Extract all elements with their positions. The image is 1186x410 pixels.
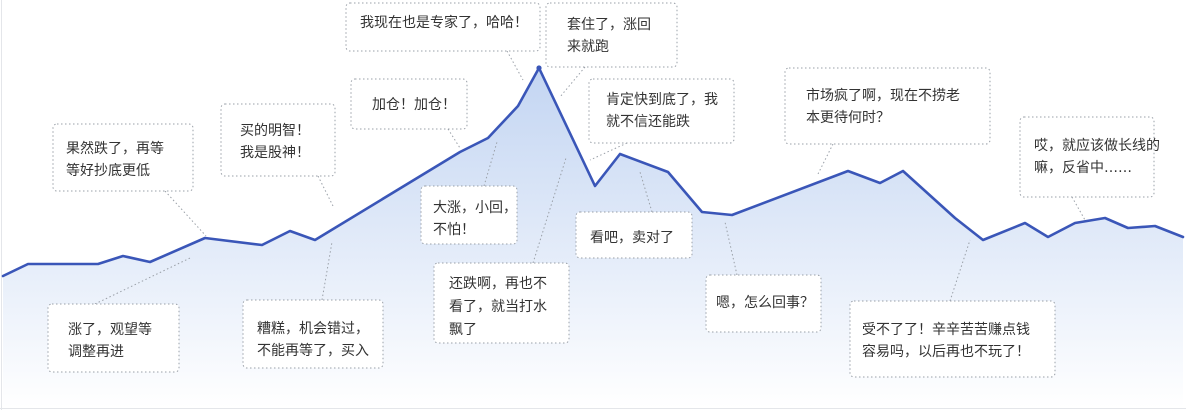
- bubble-box: [433, 262, 570, 344]
- bubble-give-up: 受不了了！辛辛苦苦赚点钱容易吗，以后再也不玩了！: [849, 239, 1056, 378]
- bubble-expert: 我现在也是专家了，哈哈！: [345, 2, 541, 81]
- bubble-box: [588, 78, 735, 144]
- bubble-text-line: 糟糕，机会错过，: [257, 321, 369, 337]
- bubble-text-line: 还跌啊，再也不: [449, 276, 547, 292]
- bubble-leader: [817, 143, 834, 175]
- bubble-box: [420, 185, 518, 245]
- bubble-text-line: 受不了了！辛辛苦苦赚点钱: [862, 322, 1030, 338]
- bubble-text-line: 看了，就当打水: [449, 298, 547, 315]
- bubble-text: 套住了，涨回来就跑: [567, 17, 651, 55]
- bubble-text-line: 调整再进: [68, 344, 124, 360]
- bubble-leader: [317, 175, 335, 209]
- bubble-text-line: 肯定快到底了，我: [606, 92, 718, 108]
- bubble-text-line: 飘了: [449, 322, 477, 338]
- bubble-text: 我现在也是专家了，哈哈！: [360, 14, 528, 31]
- bubble-leader: [639, 171, 653, 213]
- bubble-leader: [559, 66, 586, 98]
- bubble-text-line: 市场疯了啊，现在不捞老: [806, 87, 960, 104]
- bubble-big-rise: 大涨，小回， 不怕！: [420, 141, 518, 245]
- bubble-text: 还跌啊，再也不看了，就当打水飘了: [449, 276, 547, 338]
- bubble-add-position: 加仓！加仓！: [350, 78, 468, 149]
- bubble-text: 看吧，卖对了: [590, 230, 674, 246]
- bubble-box: [705, 274, 822, 333]
- peak-point: [536, 65, 542, 71]
- bubble-text-line: 不能再等了，买入: [257, 342, 369, 359]
- bubble-text: 加仓！加仓！: [372, 97, 456, 113]
- bubble-text-line: 大涨，小回，: [433, 200, 517, 216]
- bubble-box: [220, 103, 336, 177]
- bubble-text: 买的明智！ 我是股神！: [240, 123, 310, 161]
- bubble-leader: [724, 221, 738, 276]
- bubble-market-crazy: 市场疯了啊，现在不捞老本更待何时？: [784, 67, 991, 175]
- bubble-text-line: 我现在也是专家了，哈哈！: [360, 14, 528, 31]
- bubble-leader: [1071, 196, 1086, 221]
- bubble-box: [350, 78, 468, 130]
- bubble-text: 哎，就应该做长线的嘛，反省中……: [1034, 137, 1160, 176]
- bubble-sold-right: 看吧，卖对了: [575, 171, 693, 259]
- bubble-text-line: 套住了，涨回: [567, 17, 651, 33]
- bubble-text-line: 涨了，观望等: [68, 321, 152, 338]
- bubble-box: [47, 303, 180, 373]
- price-line: [1, 66, 1185, 278]
- bubble-what-happened: 嗯，怎么回事？: [705, 221, 822, 333]
- bubble-text-line: 等好抄底更低: [66, 162, 150, 179]
- bubble-text-line: 嘛，反省中……: [1034, 160, 1132, 176]
- bubble-box: [345, 2, 541, 52]
- bubble-long-term: 哎，就应该做长线的嘛，反省中……: [1019, 116, 1160, 221]
- bubble-text-line: 果然跌了，再等: [66, 140, 164, 157]
- bubble-leader: [447, 128, 461, 149]
- bubble-box: [242, 299, 384, 369]
- bubble-smart-buy: 买的明智！ 我是股神！: [220, 103, 336, 209]
- bubble-text-line: 买的明智！: [240, 123, 310, 139]
- bubble-text-line: 加仓！加仓！: [372, 97, 456, 113]
- bubble-text: 受不了了！辛辛苦苦赚点钱容易吗，以后再也不玩了！: [862, 322, 1030, 360]
- bubble-text: 涨了，观望等调整再进: [68, 321, 152, 360]
- bubble-box: [1019, 116, 1155, 198]
- bubble-box: [575, 211, 693, 259]
- bubble-box: [52, 123, 194, 192]
- bubble-leader: [506, 50, 524, 81]
- bubble-rise-wait: 涨了，观望等调整再进: [47, 257, 191, 373]
- bubble-text-line: 不怕！: [433, 222, 475, 238]
- bubble-text: 糟糕，机会错过， 不能再等了，买入: [257, 321, 369, 359]
- bubble-trapped: 套住了，涨回来就跑: [545, 2, 678, 98]
- bubble-text: 嗯，怎么回事？: [716, 295, 814, 311]
- bubble-leader: [321, 241, 333, 301]
- bubble-text-line: 哎，就应该做长线的: [1034, 137, 1160, 154]
- bubble-text: 果然跌了，再等等好抄底更低: [66, 140, 164, 179]
- thought-bubbles: 涨了，观望等调整再进果然跌了，再等等好抄底更低买的明智！我是股神！糟糕，机会错过…: [47, 2, 1160, 378]
- bubble-text-line: 容易吗，以后再也不玩了！: [862, 343, 1030, 360]
- bubble-box: [784, 67, 991, 145]
- bubble-box: [545, 2, 678, 68]
- bubble-text-line: 我是股神！: [240, 145, 310, 161]
- bubble-text: 市场疯了啊，现在不捞老本更待何时？: [806, 87, 960, 126]
- bubble-leader: [164, 190, 207, 237]
- bubble-text-line: 就不信还能跌: [606, 114, 690, 130]
- bubble-leader: [949, 239, 971, 302]
- bubble-text: 大涨，小回， 不怕！: [433, 200, 517, 238]
- bubble-leader: [94, 257, 191, 305]
- bubble-box: [849, 300, 1056, 378]
- bubble-still-falling: 还跌啊，再也不看了，就当打水飘了: [433, 157, 570, 344]
- bubble-text-line: 来就跑: [567, 39, 609, 55]
- bubble-dropped-wait: 果然跌了，再等等好抄底更低: [52, 123, 207, 237]
- bubble-text: 肯定快到底了，我就不信还能跌: [606, 92, 718, 130]
- bubble-leader: [589, 142, 628, 161]
- bubble-near-bottom: 肯定快到底了，我就不信还能跌: [588, 78, 735, 161]
- bubble-text-line: 嗯，怎么回事？: [716, 295, 814, 311]
- bubble-text-line: 本更待何时？: [806, 110, 890, 126]
- bubble-text-line: 看吧，卖对了: [590, 230, 674, 246]
- bubble-too-bad-buy: 糟糕，机会错过， 不能再等了，买入: [242, 241, 384, 369]
